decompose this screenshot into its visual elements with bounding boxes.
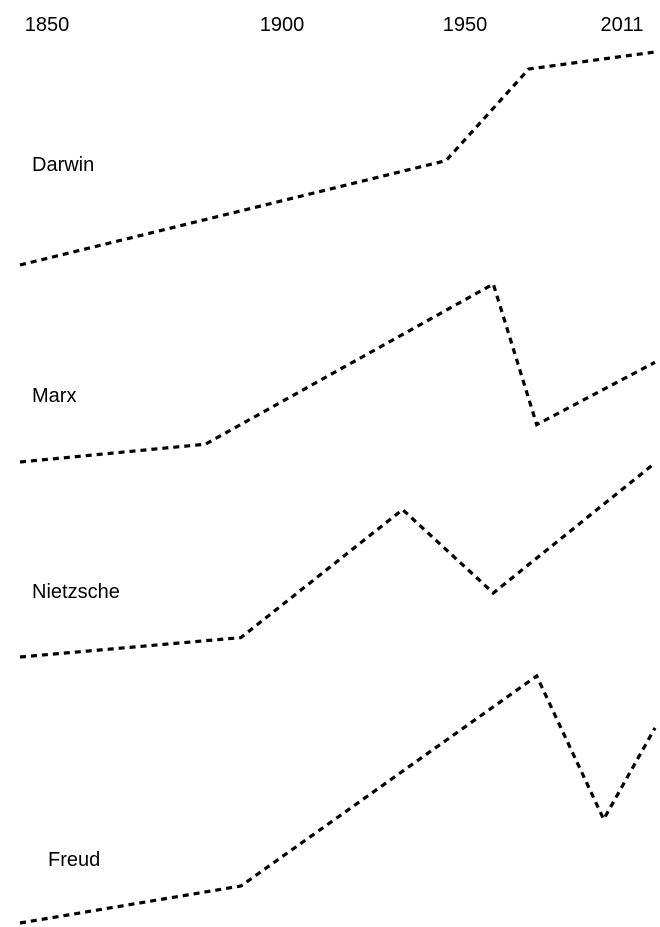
x-tick-label-1900: 1900 [260, 14, 305, 36]
series-line-nietzsche [19, 461, 657, 659]
series-label-freud: Freud [48, 849, 100, 871]
series-label-nietzsche: Nietzsche [32, 581, 120, 603]
series-label-marx: Marx [32, 385, 76, 407]
series-line-freud [19, 673, 657, 925]
x-axis-ticks: 1850 1900 1950 2011 [25, 14, 644, 36]
series-line-marx [19, 281, 656, 464]
x-tick-label-1850: 1850 [25, 14, 70, 36]
series-label-darwin: Darwin [32, 154, 94, 176]
x-tick-label-1950: 1950 [443, 14, 488, 36]
x-tick-label-2011: 2011 [600, 14, 643, 36]
series-line-darwin [19, 50, 656, 267]
series-lines [19, 50, 657, 925]
